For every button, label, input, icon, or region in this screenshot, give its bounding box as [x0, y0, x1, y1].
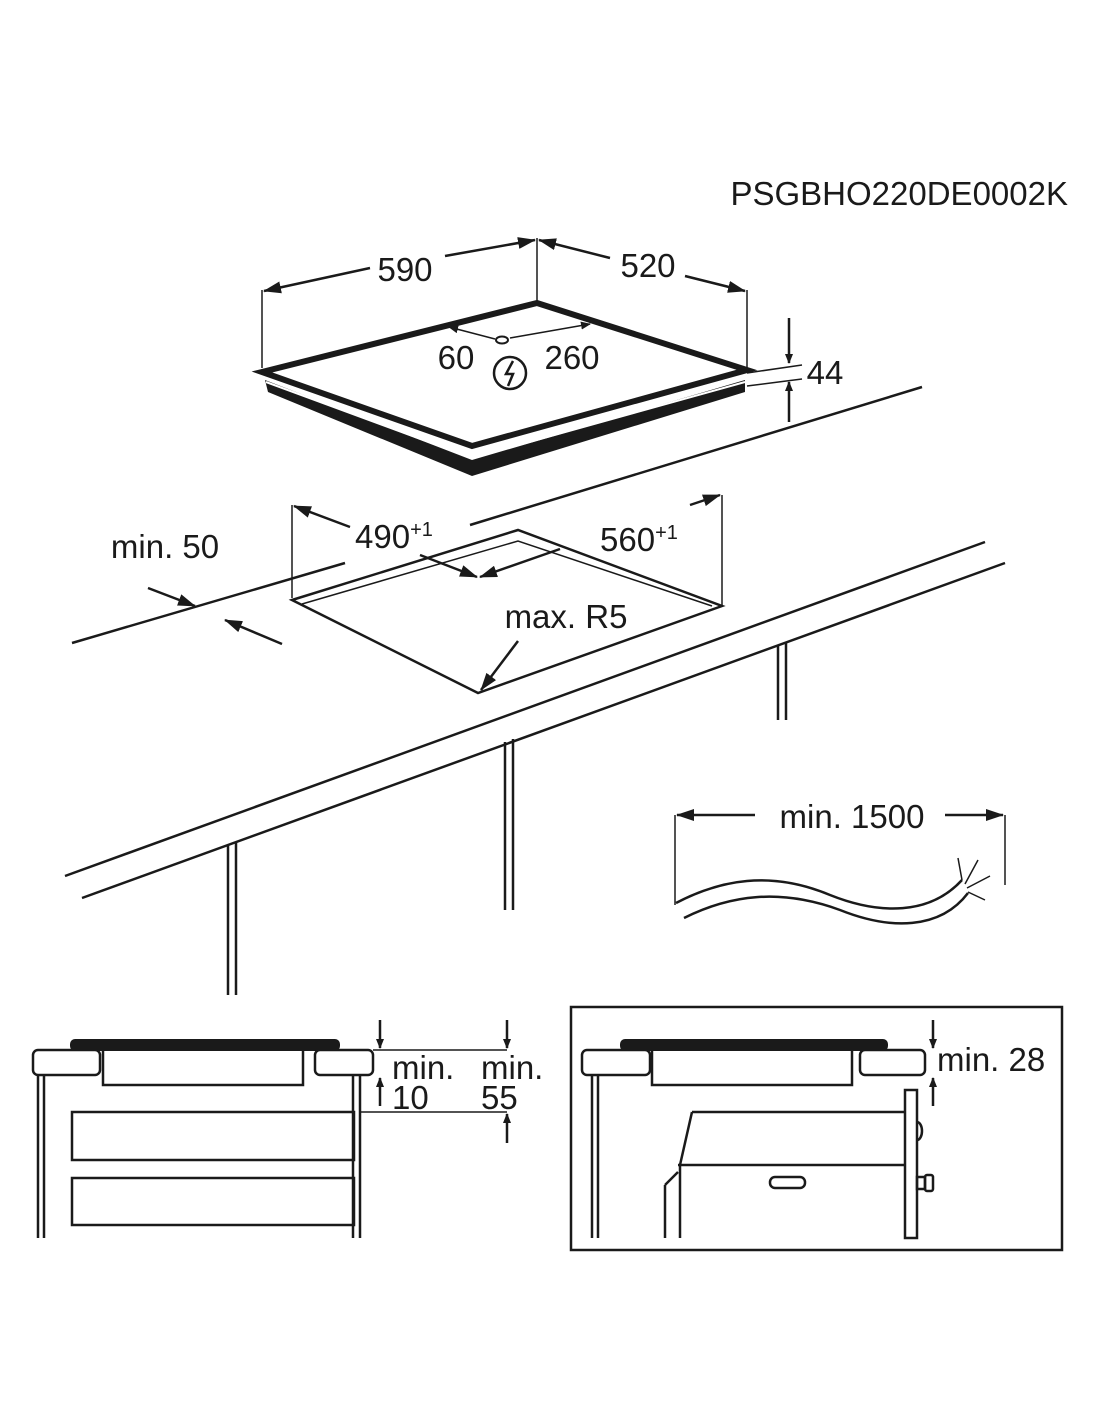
width-arrow-right	[444, 237, 536, 258]
oven-gap-label: min. 28	[937, 1041, 1045, 1078]
conn-left-dim: 60	[438, 339, 475, 376]
conn-right-dim: 260	[544, 339, 599, 376]
cable-length: min. 1500	[780, 798, 925, 835]
hob-drawing: 590 520 60 260 44	[251, 237, 844, 476]
cable-drawing: min. 1500	[674, 798, 1006, 925]
section-left: min. 10 min. 55	[31, 1020, 543, 1238]
depth-arrow-left	[538, 238, 611, 260]
hob-depth: 520	[620, 247, 675, 284]
gap-min-label: min.	[392, 1049, 454, 1086]
drawer-min-value: 55	[481, 1079, 518, 1116]
cutout-width: 490+1	[355, 518, 433, 555]
hob-width: 590	[377, 251, 432, 288]
oven-handle	[768, 1175, 807, 1190]
gap-min-value: 10	[392, 1079, 429, 1116]
cutout-depth: 560+1	[600, 521, 678, 558]
electric-connection-icon	[492, 355, 528, 391]
width-arrow-left	[263, 266, 371, 294]
drawer-min-label: min.	[481, 1049, 543, 1086]
depth-arrow-right	[684, 274, 746, 293]
corner-radius: max. R5	[505, 598, 628, 635]
model-code: PSGBHO220DE0002K	[730, 175, 1068, 212]
section-right: min. 28	[569, 1005, 1064, 1252]
front-gap: min. 50	[111, 528, 219, 565]
hob-height: 44	[807, 354, 844, 391]
countertop-drawing: 490+1 560+1 min. 50 max. R5	[64, 385, 1006, 995]
